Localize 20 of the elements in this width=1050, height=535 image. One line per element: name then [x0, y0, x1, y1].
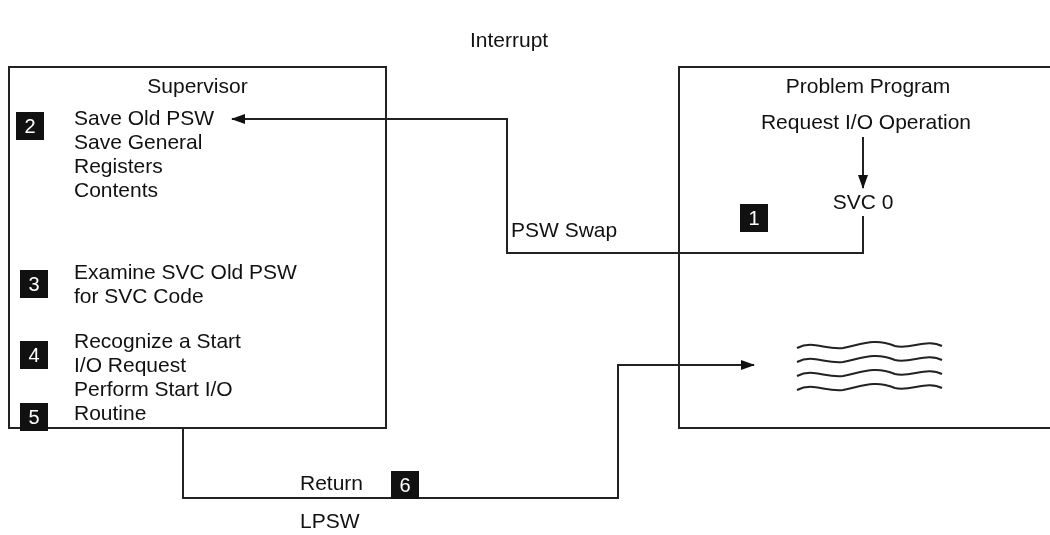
step-number: 3: [20, 270, 48, 298]
step-text: Request I/O Operation: [746, 109, 986, 134]
step-text: Recognize a Start I/O Request: [74, 329, 264, 377]
step-text: SVC 0: [828, 189, 898, 214]
box-heading: Supervisor: [146, 73, 249, 98]
arrow: [231, 114, 864, 254]
step-text: Save Old PSW Save General Registers Contents: [74, 106, 224, 202]
step-number: 2: [16, 112, 44, 140]
step-number: 1: [740, 204, 768, 232]
arrow: [182, 360, 755, 499]
step-number: 5: [20, 403, 48, 431]
box-heading: Problem Program: [784, 73, 952, 98]
step-number: 4: [20, 341, 48, 369]
program-box: [678, 66, 1050, 429]
diagram-title: Interrupt: [470, 28, 549, 52]
supervisor-box: [8, 66, 387, 429]
step-text: Perform Start I/O Routine: [74, 377, 264, 425]
step-number: 6: [391, 471, 419, 499]
step-text: Examine SVC Old PSW for SVC Code: [74, 260, 304, 308]
arrow: [858, 136, 868, 189]
